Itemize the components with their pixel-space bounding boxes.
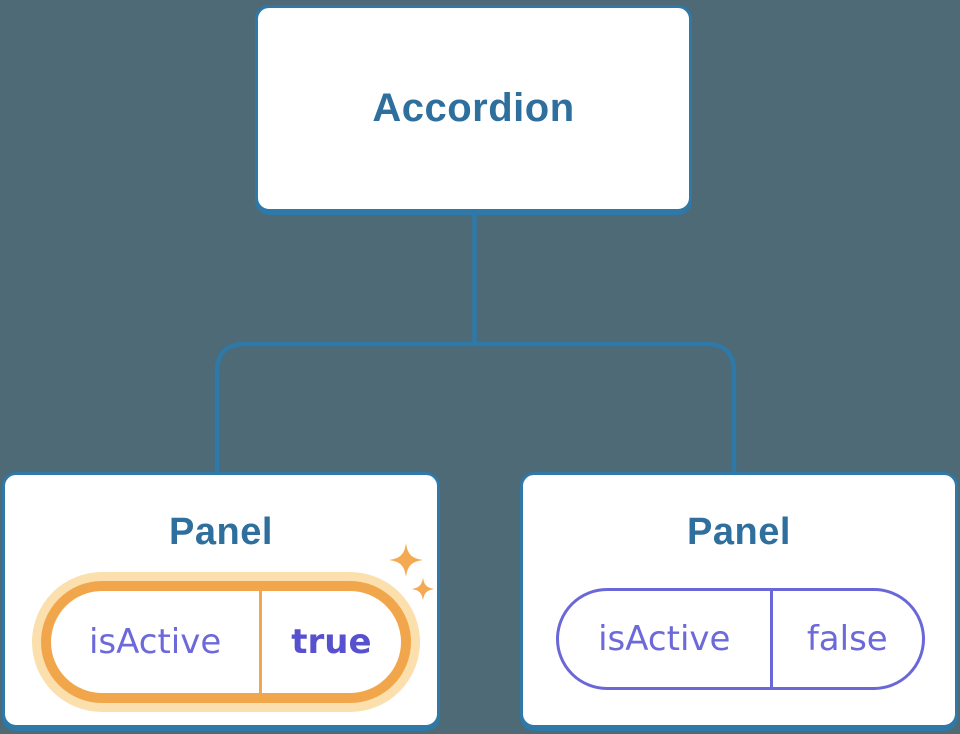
state-value-label: true [291, 622, 372, 662]
panel-node-inactive: Panel isActive false [520, 472, 958, 728]
state-key-label: isActive [598, 619, 731, 659]
pill-divider [769, 591, 773, 687]
accordion-node: Accordion [255, 5, 692, 212]
state-key-label: isActive [88, 622, 222, 662]
state-pill-active: isActive true [41, 581, 411, 703]
panel-title: Panel [169, 511, 273, 553]
pill-divider [259, 591, 262, 693]
state-pill-inactive: isActive false [556, 588, 925, 690]
panel-title: Panel [687, 511, 791, 553]
accordion-label: Accordion [372, 86, 575, 130]
panel-node-active: Panel isActive true [2, 472, 440, 728]
connector-branch [214, 341, 737, 474]
state-value-label: false [806, 619, 888, 659]
